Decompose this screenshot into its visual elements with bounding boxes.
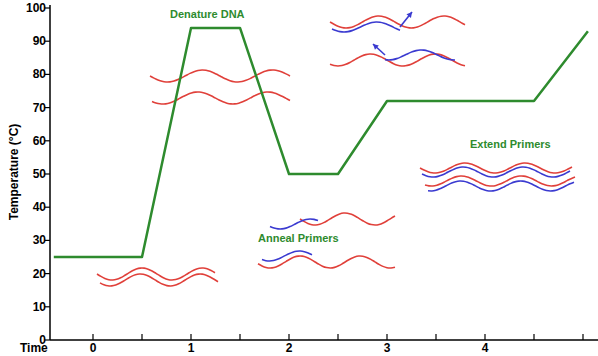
y-axis: [49, 5, 51, 340]
x-tick: [92, 334, 93, 340]
y-tick-label: 100: [26, 1, 46, 15]
dna-strand: [100, 274, 218, 286]
dna-strand: [152, 92, 290, 104]
axis-title: Temperature (°C): [7, 124, 21, 221]
step-label: Anneal Primers: [258, 232, 339, 244]
y-tick-label: 60: [33, 134, 46, 148]
x-tick: [337, 334, 338, 340]
dna-strand: [422, 167, 570, 177]
arrow-line: [373, 44, 385, 55]
dna-strand: [270, 219, 318, 229]
y-tick-label: 40: [33, 200, 46, 214]
x-tick: [141, 334, 142, 340]
x-tick-label: 3: [384, 341, 391, 355]
dna-strand: [428, 181, 574, 191]
dna-strand: [330, 54, 465, 66]
x-tick: [435, 334, 436, 340]
x-tick: [239, 334, 240, 340]
dna-strand: [332, 22, 400, 32]
y-tick-label: 80: [33, 67, 46, 81]
arrow-head: [406, 12, 412, 18]
arrow-line: [400, 12, 412, 27]
x-tick: [582, 334, 583, 340]
x-tick: [533, 334, 534, 340]
arrow-head: [373, 44, 379, 50]
y-tick-label: 10: [33, 300, 46, 314]
dna-strand: [330, 16, 465, 28]
x-tick-label: 0: [90, 341, 97, 355]
x-tick: [288, 334, 289, 340]
y-tick-label: 30: [33, 233, 46, 247]
extension-arrows: [373, 12, 412, 55]
dna-strand: [150, 70, 290, 82]
y-tick-label: 70: [33, 101, 46, 115]
y-tick-label: 20: [33, 267, 46, 281]
axis-title: Time: [20, 341, 48, 355]
dna-strand: [258, 256, 395, 268]
y-tick-label: 90: [33, 34, 46, 48]
temperature-profile: [54, 28, 588, 257]
dna-strand: [262, 251, 312, 261]
dna-strand: [385, 50, 455, 60]
x-tick: [190, 334, 191, 340]
y-tick-label: 50: [33, 167, 46, 181]
x-tick-label: 2: [286, 341, 293, 355]
axes: [45, 5, 598, 340]
dna-strands: [97, 16, 575, 286]
x-tick: [484, 334, 485, 340]
x-tick-label: 4: [482, 341, 489, 355]
step-label: Extend Primers: [470, 138, 551, 150]
x-axis: [50, 339, 598, 341]
step-label: Denature DNA: [170, 8, 245, 20]
x-tick-label: 1: [188, 341, 195, 355]
x-tick: [386, 334, 387, 340]
dna-strand: [420, 163, 572, 173]
